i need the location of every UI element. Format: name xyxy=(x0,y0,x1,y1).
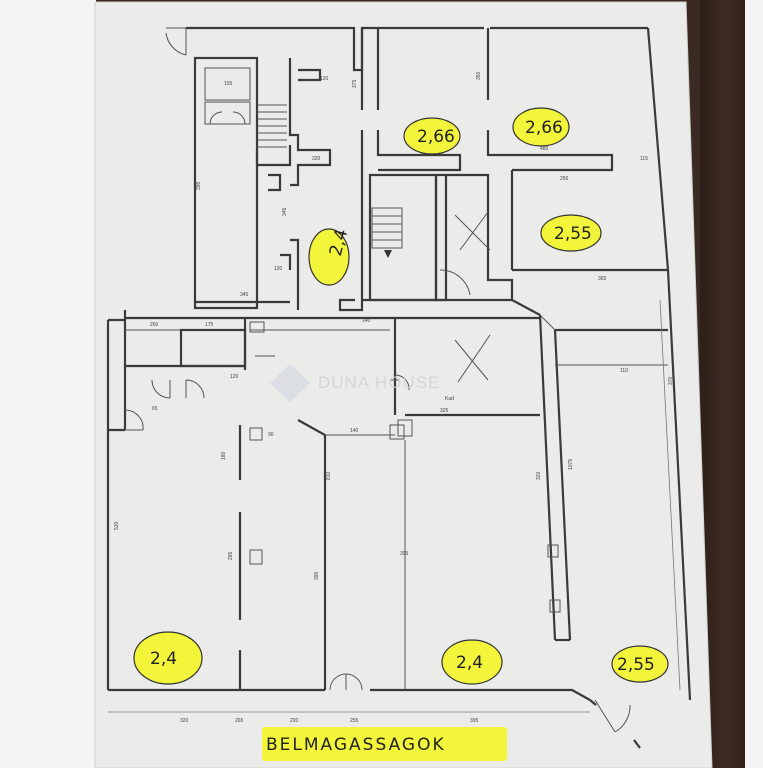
svg-text:120: 120 xyxy=(320,76,329,82)
ceiling-height-2-4-bottom-mid: 2,4 xyxy=(441,639,503,685)
ceiling-height-2-4-center: 2,4 xyxy=(308,227,352,286)
top-left-block: 155 345 395 345 120 320 120 xyxy=(193,56,332,310)
caption-text: BELMAGASSAGOK xyxy=(266,735,446,755)
svg-text:350: 350 xyxy=(476,71,482,80)
svg-text:395: 395 xyxy=(314,571,320,580)
stair-arrow-icon xyxy=(384,250,392,258)
house-logo-icon xyxy=(270,364,310,402)
paper-sheet xyxy=(94,1,713,768)
photo-left-margin xyxy=(0,0,96,768)
bottom-right-door xyxy=(589,699,641,749)
svg-text:810: 810 xyxy=(326,471,332,480)
central-top-rooms: 375 350 385 480 256 365 115 xyxy=(338,28,668,312)
svg-text:2,4: 2,4 xyxy=(150,649,177,669)
svg-text:2,55: 2,55 xyxy=(617,655,655,675)
svg-text:155: 155 xyxy=(224,81,233,87)
svg-text:110: 110 xyxy=(620,368,628,374)
ceiling-height-2-66-right: 2,66 xyxy=(512,107,570,147)
svg-text:320: 320 xyxy=(312,156,321,162)
lower-left-partitions: 90 180 530 295 xyxy=(114,425,274,690)
svg-text:265: 265 xyxy=(235,718,244,724)
entry-door-top-left xyxy=(165,27,187,56)
svg-text:320: 320 xyxy=(536,471,542,480)
central-corridor: Kad 325 110 xyxy=(390,314,668,417)
central-lower-walls: 395 810 140 395 xyxy=(297,419,413,690)
photo-right-margin xyxy=(745,0,763,768)
bottom-entrance-door xyxy=(329,673,363,691)
svg-text:140: 140 xyxy=(362,318,371,324)
svg-text:320: 320 xyxy=(180,718,189,724)
svg-text:120: 120 xyxy=(230,374,239,380)
svg-text:480: 480 xyxy=(540,146,549,152)
svg-text:395: 395 xyxy=(470,718,479,724)
svg-text:295: 295 xyxy=(228,551,234,560)
svg-text:256: 256 xyxy=(560,176,569,182)
svg-text:345: 345 xyxy=(282,207,288,216)
svg-text:220: 220 xyxy=(290,718,299,724)
svg-text:395: 395 xyxy=(196,181,202,190)
svg-text:365: 365 xyxy=(598,276,607,282)
ceiling-height-2-4-bottom-left: 2,4 xyxy=(133,631,203,685)
svg-text:1075: 1075 xyxy=(568,459,574,470)
svg-text:180: 180 xyxy=(221,451,227,460)
ceiling-height-labels: 2,66 2,66 2,4 2,55 2,4 2,4 2,55 xyxy=(133,107,669,685)
svg-text:375: 375 xyxy=(352,79,358,88)
svg-text:345: 345 xyxy=(240,292,249,298)
svg-text:115: 115 xyxy=(640,156,648,162)
svg-text:325: 325 xyxy=(440,408,449,414)
middle-left-rooms: 260 175 120 65 xyxy=(108,316,540,432)
ceiling-height-2-55-right: 2,55 xyxy=(540,214,602,252)
central-stair-block: 140 xyxy=(362,173,541,324)
svg-text:Kad: Kad xyxy=(445,396,454,402)
svg-text:530: 530 xyxy=(114,521,120,530)
outer-walls xyxy=(106,26,692,701)
svg-text:175: 175 xyxy=(205,322,214,328)
svg-text:140: 140 xyxy=(350,428,359,434)
svg-text:2,55: 2,55 xyxy=(554,224,592,244)
svg-text:370: 370 xyxy=(668,376,674,385)
caption: BELMAGASSAGOK xyxy=(262,727,507,761)
svg-text:120: 120 xyxy=(274,266,283,272)
svg-text:395: 395 xyxy=(400,551,409,557)
ceiling-height-2-66-left: 2,66 xyxy=(403,117,461,155)
watermark-text: DUNA HOUSE xyxy=(318,373,440,392)
right-vertical-wall: 1075 320 xyxy=(536,314,574,642)
watermark: DUNA HOUSE xyxy=(270,364,440,402)
ceiling-height-2-55-bottom-right: 2,55 xyxy=(611,645,669,683)
exterior-dimension-lines: 320 265 220 255 395 370 xyxy=(108,299,681,724)
svg-text:260: 260 xyxy=(150,322,159,328)
svg-text:2,4: 2,4 xyxy=(456,653,483,673)
svg-text:2,66: 2,66 xyxy=(417,127,455,147)
svg-text:2,66: 2,66 xyxy=(525,118,563,138)
svg-text:65: 65 xyxy=(152,406,158,412)
stair-top-left xyxy=(257,104,287,148)
svg-text:90: 90 xyxy=(268,432,274,438)
svg-text:255: 255 xyxy=(350,718,359,724)
